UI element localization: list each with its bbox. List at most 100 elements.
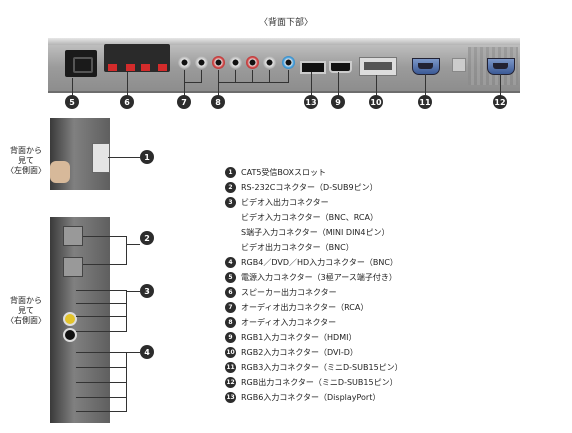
legend-number: 5 bbox=[225, 272, 236, 283]
hdmi-connector bbox=[329, 61, 352, 73]
leader-line-4 bbox=[76, 382, 126, 383]
badge-5: 5 bbox=[65, 95, 79, 109]
legend-text: RGB4／DVD／HD入力コネクター（BNC） bbox=[241, 258, 398, 267]
leader-line-11 bbox=[425, 74, 426, 96]
leader-line-9 bbox=[338, 72, 339, 96]
badge-1: 1 bbox=[140, 150, 154, 164]
audio-out-rca-right bbox=[195, 56, 208, 69]
legend-text: RGB1入力コネクター（HDMI） bbox=[241, 333, 357, 342]
audio-in-minijack bbox=[282, 56, 295, 69]
legend-subitem: ビデオ出力コネクター（BNC） bbox=[225, 240, 403, 255]
audio-in-rca bbox=[263, 56, 276, 69]
legend-number: 6 bbox=[225, 287, 236, 298]
s-video-port bbox=[63, 328, 77, 342]
leader-line-8 bbox=[218, 70, 219, 96]
legend-text: RGB2入力コネクター（DVI-D） bbox=[241, 348, 358, 357]
legend-item: 13 RGB6入力コネクター（DisplayPort） bbox=[225, 390, 403, 405]
legend-number: 4 bbox=[225, 257, 236, 268]
leader-line-3 bbox=[76, 290, 126, 291]
legend-text: ビデオ出力コネクター（BNC） bbox=[241, 243, 354, 252]
right-side-caption-line: 見て bbox=[18, 306, 34, 315]
displayport-connector bbox=[300, 61, 326, 74]
rear-panel-edge bbox=[48, 38, 520, 45]
leader-line-4 bbox=[76, 352, 126, 353]
leader-line-4 bbox=[76, 367, 126, 368]
badge-6: 6 bbox=[120, 95, 134, 109]
video-rca-port bbox=[63, 312, 77, 326]
cat5-slot bbox=[92, 143, 110, 173]
right-side-image bbox=[50, 217, 110, 423]
legend-text: S端子入力コネクター（MINI DIN4ピン） bbox=[241, 228, 390, 237]
hand-image bbox=[50, 161, 70, 183]
badge-4: 4 bbox=[140, 345, 154, 359]
legend-text: スピーカー出力コネクター bbox=[241, 288, 337, 297]
leader-line-12 bbox=[500, 74, 501, 96]
legend-number: 9 bbox=[225, 332, 236, 343]
rear-bottom-caption: 〈背面下部〉 bbox=[258, 18, 313, 28]
leader-line-3 bbox=[126, 290, 127, 332]
audio-in-rca bbox=[246, 56, 259, 69]
vga-in-connector bbox=[412, 58, 440, 75]
legend-number: 13 bbox=[225, 392, 236, 403]
legend-item: 9 RGB1入力コネクター（HDMI） bbox=[225, 330, 403, 345]
speaker-pin bbox=[141, 64, 150, 71]
right-side-caption-line: 〈右側面〉 bbox=[6, 316, 46, 325]
legend-number: 12 bbox=[225, 377, 236, 388]
leader-line-4 bbox=[126, 352, 127, 412]
legend-item: 12 RGB出力コネクター（ミニD-SUB15ピン） bbox=[225, 375, 403, 390]
audio-in-rca bbox=[212, 56, 225, 69]
leader-line-7 bbox=[184, 82, 202, 83]
leader-line-3 bbox=[76, 316, 126, 317]
leader-line-3 bbox=[76, 331, 126, 332]
left-side-caption-line: 見て bbox=[18, 156, 34, 165]
badge-11: 11 bbox=[418, 95, 432, 109]
leader-line-8 bbox=[235, 70, 236, 82]
legend-text: RS-232Cコネクター（D-SUB9ピン） bbox=[241, 183, 378, 192]
badge-9: 9 bbox=[331, 95, 345, 109]
legend-text: RGB6入力コネクター（DisplayPort） bbox=[241, 393, 381, 402]
audio-out-rca-left bbox=[178, 56, 191, 69]
left-side-caption-line: 〈左側面〉 bbox=[6, 166, 46, 175]
leader-line-13 bbox=[311, 72, 312, 96]
leader-line-1 bbox=[108, 157, 140, 158]
switch bbox=[452, 58, 466, 72]
leader-line-3 bbox=[76, 303, 126, 304]
badge-2: 2 bbox=[140, 231, 154, 245]
right-side-caption: 背面から 見て 〈右側面〉 bbox=[4, 296, 48, 326]
legend-item: 10 RGB2入力コネクター（DVI-D） bbox=[225, 345, 403, 360]
legend-text: RGB出力コネクター（ミニD-SUB15ピン） bbox=[241, 378, 398, 387]
leader-line-8 bbox=[269, 70, 270, 82]
leader-line-4 bbox=[126, 352, 140, 353]
legend-text: オーディオ出力コネクター（RCA） bbox=[241, 303, 369, 312]
legend-number: 10 bbox=[225, 347, 236, 358]
legend-number: 1 bbox=[225, 167, 236, 178]
legend-text: ビデオ入出力コネクター bbox=[241, 198, 329, 207]
legend-text: オーディオ入力コネクター bbox=[241, 318, 337, 327]
leader-line-8 bbox=[218, 82, 289, 83]
badge-7: 7 bbox=[177, 95, 191, 109]
leader-line-2 bbox=[126, 236, 127, 265]
badge-3: 3 bbox=[140, 284, 154, 298]
legend-item: 8 オーディオ入力コネクター bbox=[225, 315, 403, 330]
rs232c-port bbox=[63, 226, 83, 246]
legend-text: ビデオ入力コネクター（BNC、RCA） bbox=[241, 213, 378, 222]
audio-in-rca bbox=[229, 56, 242, 69]
power-inlet bbox=[65, 50, 97, 77]
rs232c-port bbox=[63, 257, 83, 277]
leader-line-4 bbox=[76, 397, 126, 398]
legend-number: 2 bbox=[225, 182, 236, 193]
badge-10: 10 bbox=[369, 95, 383, 109]
leader-line-8 bbox=[252, 70, 253, 82]
leader-line-6 bbox=[127, 72, 128, 96]
legend-text: RGB3入力コネクター（ミニD-SUB15ピン） bbox=[241, 363, 403, 372]
leader-line-8 bbox=[288, 70, 289, 82]
left-side-caption: 背面から 見て 〈左側面〉 bbox=[4, 146, 48, 176]
speaker-pin bbox=[108, 64, 117, 71]
legend-item: 2 RS-232Cコネクター（D-SUB9ピン） bbox=[225, 180, 403, 195]
legend-number: 8 bbox=[225, 317, 236, 328]
leader-line-5 bbox=[72, 78, 73, 96]
leader-line-4 bbox=[76, 411, 126, 412]
